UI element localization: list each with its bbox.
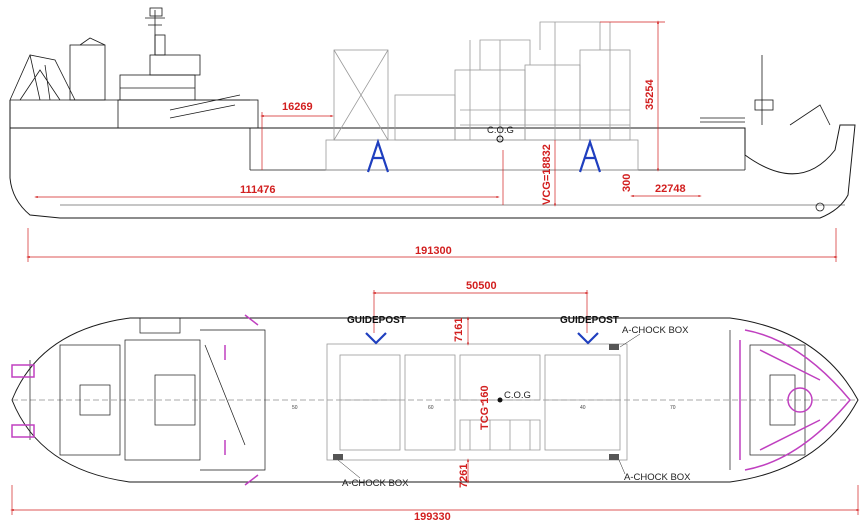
guidepost-right bbox=[577, 332, 599, 345]
dim-tcg: TCG 160 bbox=[479, 385, 491, 430]
achock-bottom-right-label: A-CHOCK BOX bbox=[624, 472, 691, 483]
cog-label: C.O.G bbox=[487, 125, 514, 136]
aft-magenta-fittings bbox=[11, 314, 259, 486]
dim-300: 300 bbox=[621, 174, 633, 192]
frame-tick: 40 bbox=[580, 405, 586, 411]
dim-7261: 7261 bbox=[458, 464, 470, 488]
dim-191300: 191300 bbox=[415, 245, 452, 257]
plan-view: C.O.G 50 70 40 60 50500 7161 TCG 160 726… bbox=[10, 280, 860, 523]
cog-marker bbox=[496, 135, 504, 143]
dim-22748: 22748 bbox=[655, 183, 686, 195]
achock-bottom-left-label: A-CHOCK BOX bbox=[342, 478, 409, 489]
dimension-lines-plan bbox=[10, 290, 860, 515]
achock-top-label: A-CHOCK BOX bbox=[622, 325, 689, 336]
dim-7161: 7161 bbox=[453, 318, 465, 342]
cradle-left bbox=[366, 138, 390, 173]
guidepost-left bbox=[365, 332, 387, 345]
side-elevation: C.O.G 16269 111476 35254 VCG=18832 300 2… bbox=[9, 7, 856, 262]
bow-structures bbox=[729, 330, 806, 470]
bow-magenta-fittings bbox=[739, 329, 851, 471]
dimension-lines-side bbox=[26, 20, 838, 262]
hull-outline bbox=[9, 100, 856, 219]
plan-cog-marker bbox=[497, 397, 503, 403]
plan-cog-label: C.O.G bbox=[504, 390, 531, 401]
superstructure bbox=[117, 7, 259, 129]
dim-16269: 16269 bbox=[282, 101, 313, 113]
cradle-right bbox=[578, 138, 602, 173]
guidepost-right-label: GUIDEPOST bbox=[560, 315, 619, 326]
frame-tick: 70 bbox=[670, 405, 676, 411]
dim-199330: 199330 bbox=[414, 511, 451, 523]
dim-50500: 50500 bbox=[466, 280, 497, 292]
stern-crane bbox=[9, 37, 106, 101]
dim-111476: 111476 bbox=[240, 184, 276, 196]
frame-tick: 60 bbox=[428, 405, 434, 411]
bow-mast bbox=[700, 55, 831, 126]
plan-hull-outline bbox=[11, 317, 859, 483]
cargo-module-plan bbox=[326, 343, 628, 461]
dim-35254: 35254 bbox=[644, 79, 656, 110]
frame-tick: 50 bbox=[292, 405, 298, 411]
cargo-module-side bbox=[325, 21, 639, 171]
achock-boxes bbox=[333, 344, 619, 460]
guidepost-left-label: GUIDEPOST bbox=[347, 315, 406, 326]
dim-vcg: VCG=18832 bbox=[541, 144, 553, 205]
aft-deck-structures bbox=[29, 317, 266, 471]
